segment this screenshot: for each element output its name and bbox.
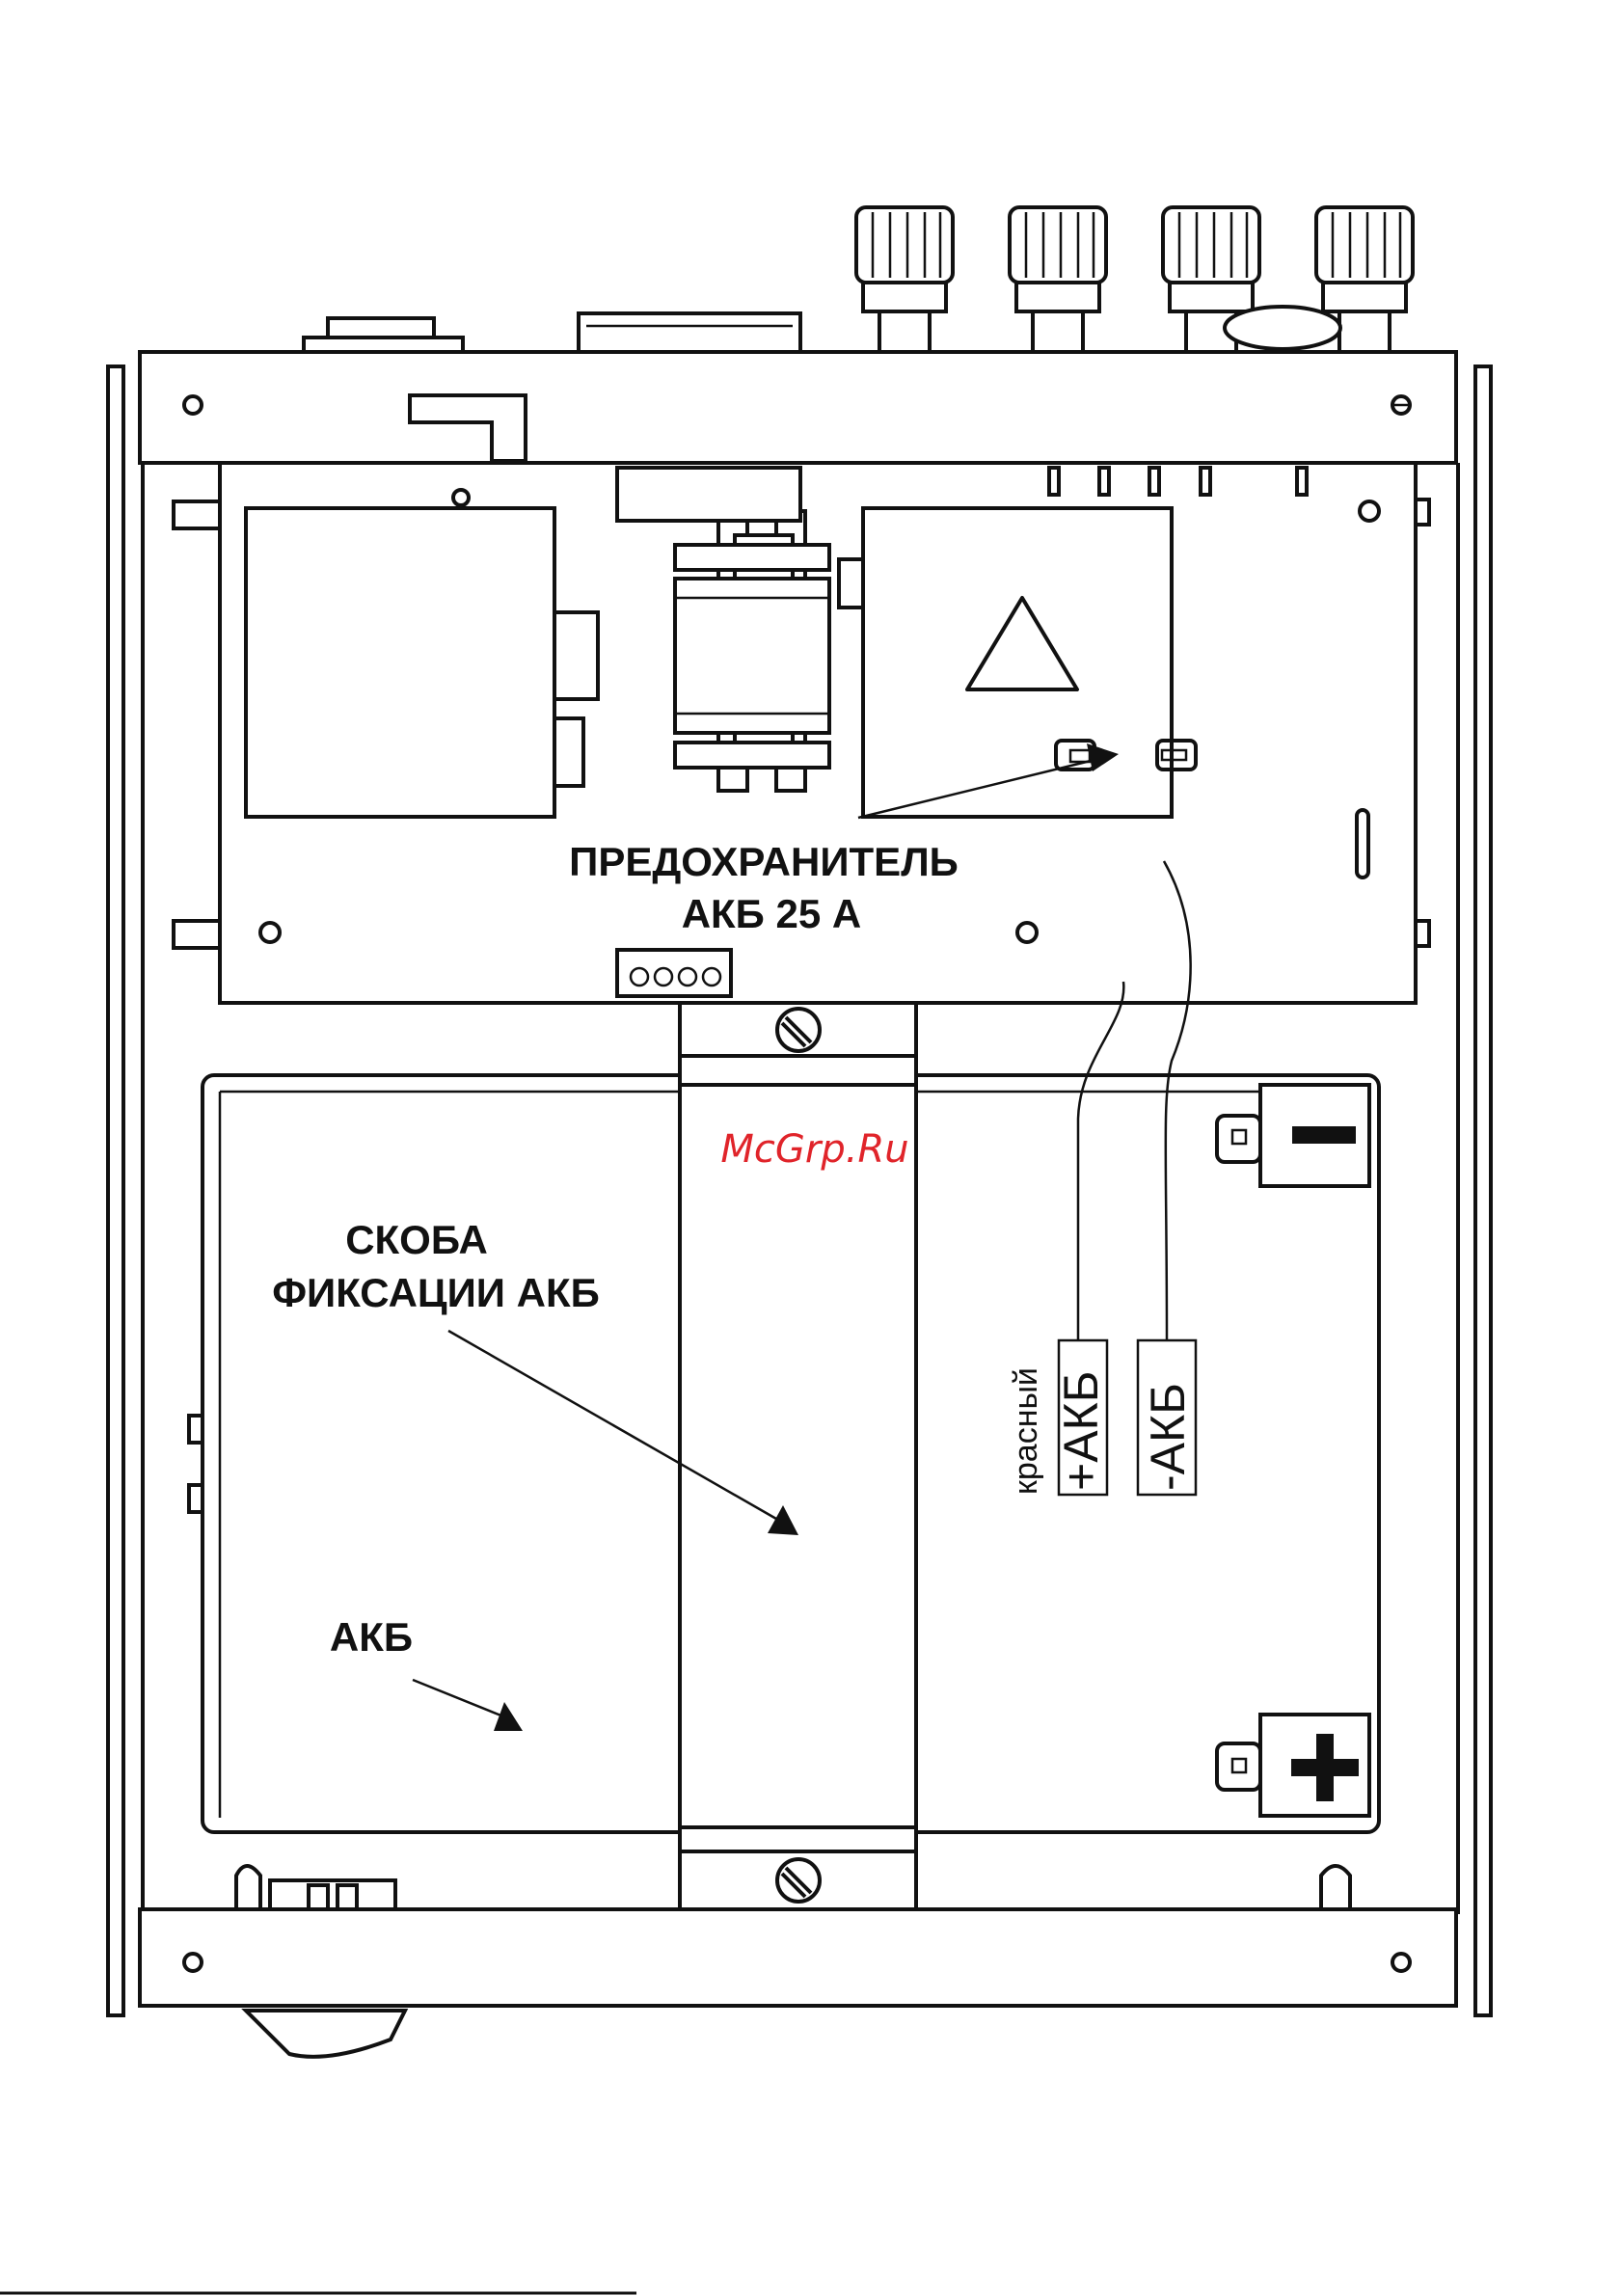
bracket-bottom-screw bbox=[777, 1859, 820, 1902]
red-wire-label: красный bbox=[1008, 1367, 1044, 1495]
top-front-panel bbox=[140, 352, 1456, 463]
battery-label: АКБ bbox=[330, 1614, 413, 1660]
binding-post-knob-2 bbox=[1010, 207, 1106, 352]
binding-posts bbox=[856, 207, 1413, 352]
watermark-text: McGrp.Ru bbox=[720, 1127, 908, 1172]
fuse-label-line2: АКБ 25 А bbox=[682, 891, 862, 936]
binding-post-knob-1 bbox=[856, 207, 953, 352]
fuse-label-line1: ПРЕДОХРАНИТЕЛЬ bbox=[569, 839, 959, 884]
top-connectors bbox=[304, 313, 800, 353]
plus-terminal-label: +АКБ bbox=[1054, 1371, 1108, 1492]
bracket-top-screw bbox=[777, 1009, 820, 1051]
minus-terminal-label: -АКБ bbox=[1141, 1383, 1195, 1491]
bracket-label-line2: ФИКСАЦИИ АКБ bbox=[272, 1270, 600, 1315]
bracket-label-line1: СКОБА bbox=[345, 1217, 488, 1262]
